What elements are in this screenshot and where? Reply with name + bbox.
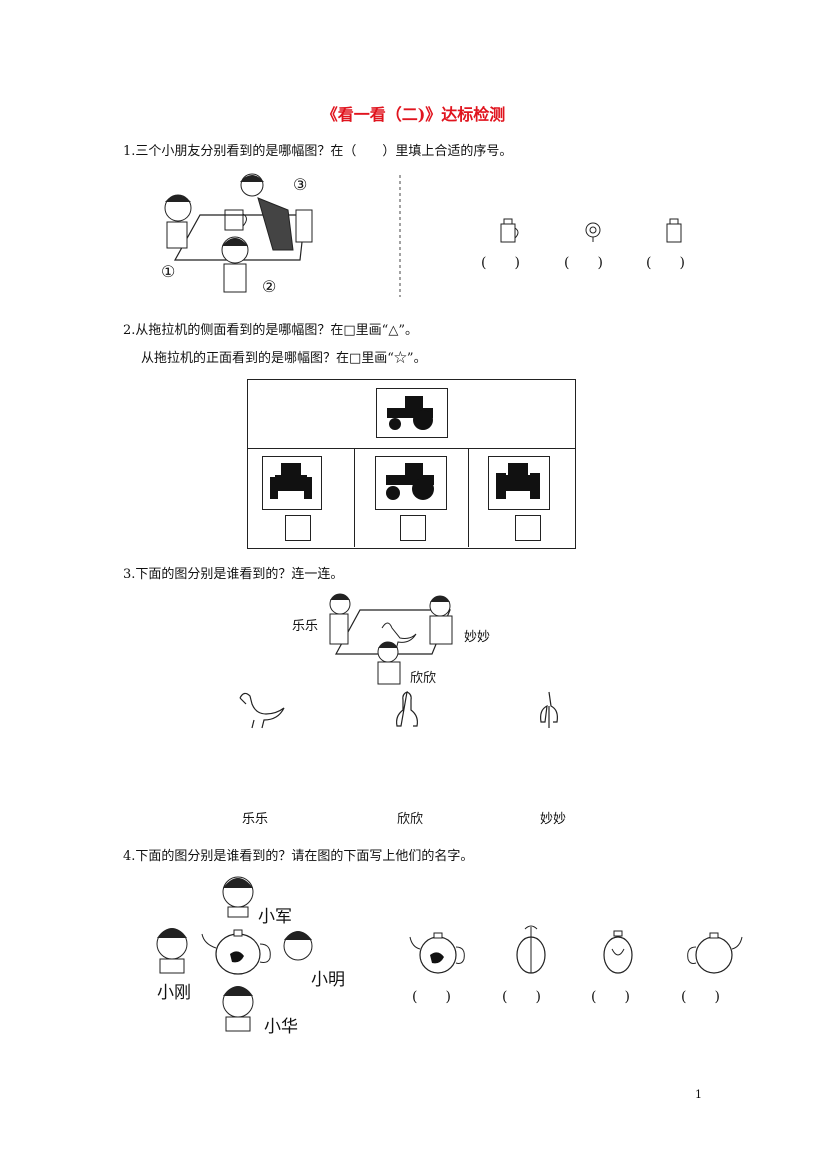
question-2-line-1: 2.从拖拉机的侧面看到的是哪幅图？在□里画“△”。 [123, 323, 418, 338]
teapot-view-2 [516, 925, 546, 974]
scene-name-xinxin: 欣欣 [410, 671, 437, 686]
answer-blank-3[interactable]: ( ) [646, 255, 685, 271]
tractor-option-2-frame [375, 456, 447, 510]
answer-box-1[interactable] [285, 515, 311, 541]
tractor-grid [247, 379, 576, 549]
q4-scene-illustration [156, 876, 313, 1032]
question-2-line-2: 从拖拉机的正面看到的是哪幅图？在□里画“☆”。 [141, 351, 427, 366]
q3-scene-illustration [329, 593, 453, 685]
page-number: 1 [695, 1088, 702, 1101]
marker-3: ③ [293, 175, 308, 194]
tractor-back-view-3 [496, 463, 540, 499]
name-xiaogang: 小刚 [157, 983, 191, 1003]
question-1-text: 1.三个小朋友分别看到的是哪幅图？在（ ）里填上合适的序号。 [123, 144, 513, 159]
answer-name-xinxin: 欣欣 [397, 812, 424, 827]
cup-front-view [666, 218, 682, 243]
grid-divider-1 [354, 448, 355, 547]
tractor-option-3-frame [488, 456, 550, 510]
tractor-side-view-2 [386, 463, 434, 500]
tractor-side-view-main [387, 396, 433, 430]
name-xiaohua: 小华 [264, 1017, 298, 1037]
teapot-blank-4[interactable]: ( ) [681, 989, 720, 1005]
answer-box-2[interactable] [400, 515, 426, 541]
name-xiaoming: 小明 [311, 970, 345, 990]
question-3-text: 3.下面的图分别是谁看到的？连一连。 [123, 567, 344, 582]
divider-dashed [399, 175, 401, 297]
dinosaur-side-view [239, 692, 285, 729]
tractor-option-1-frame [262, 456, 322, 510]
answer-name-lele: 乐乐 [242, 812, 269, 827]
teapot-blank-3[interactable]: ( ) [591, 989, 630, 1005]
grid-divider-2 [468, 448, 469, 547]
grid-divider-horizontal [248, 448, 575, 449]
teapot-view-3 [603, 930, 633, 974]
teapot-blank-1[interactable]: ( ) [412, 989, 451, 1005]
teapot-blank-2[interactable]: ( ) [502, 989, 541, 1005]
teapot-view-4 [687, 932, 743, 974]
teapot-view-1 [409, 932, 465, 974]
marker-2: ② [262, 277, 277, 296]
answer-blank-2[interactable]: ( ) [564, 255, 603, 271]
dinosaur-back-view [540, 691, 558, 728]
scene-name-miaomiao: 妙妙 [464, 630, 491, 645]
scene-name-lele: 乐乐 [292, 619, 319, 634]
answer-name-miaomiao: 妙妙 [540, 812, 567, 827]
cup-top-view [585, 222, 601, 242]
name-xiaojun: 小军 [258, 907, 292, 927]
q1-scene-illustration [164, 173, 313, 293]
page-title: 《看一看（二)》达标检测 [321, 105, 506, 124]
answer-box-3[interactable] [515, 515, 541, 541]
tractor-front-view-1 [270, 463, 312, 499]
tractor-main-frame [376, 388, 448, 438]
dinosaur-front-view [396, 691, 418, 727]
question-4-text: 4.下面的图分别是谁看到的？请在图的下面写上他们的名字。 [123, 849, 474, 864]
cup-side-view [500, 218, 519, 243]
marker-1: ① [161, 262, 176, 281]
answer-blank-1[interactable]: ( ) [481, 255, 520, 271]
